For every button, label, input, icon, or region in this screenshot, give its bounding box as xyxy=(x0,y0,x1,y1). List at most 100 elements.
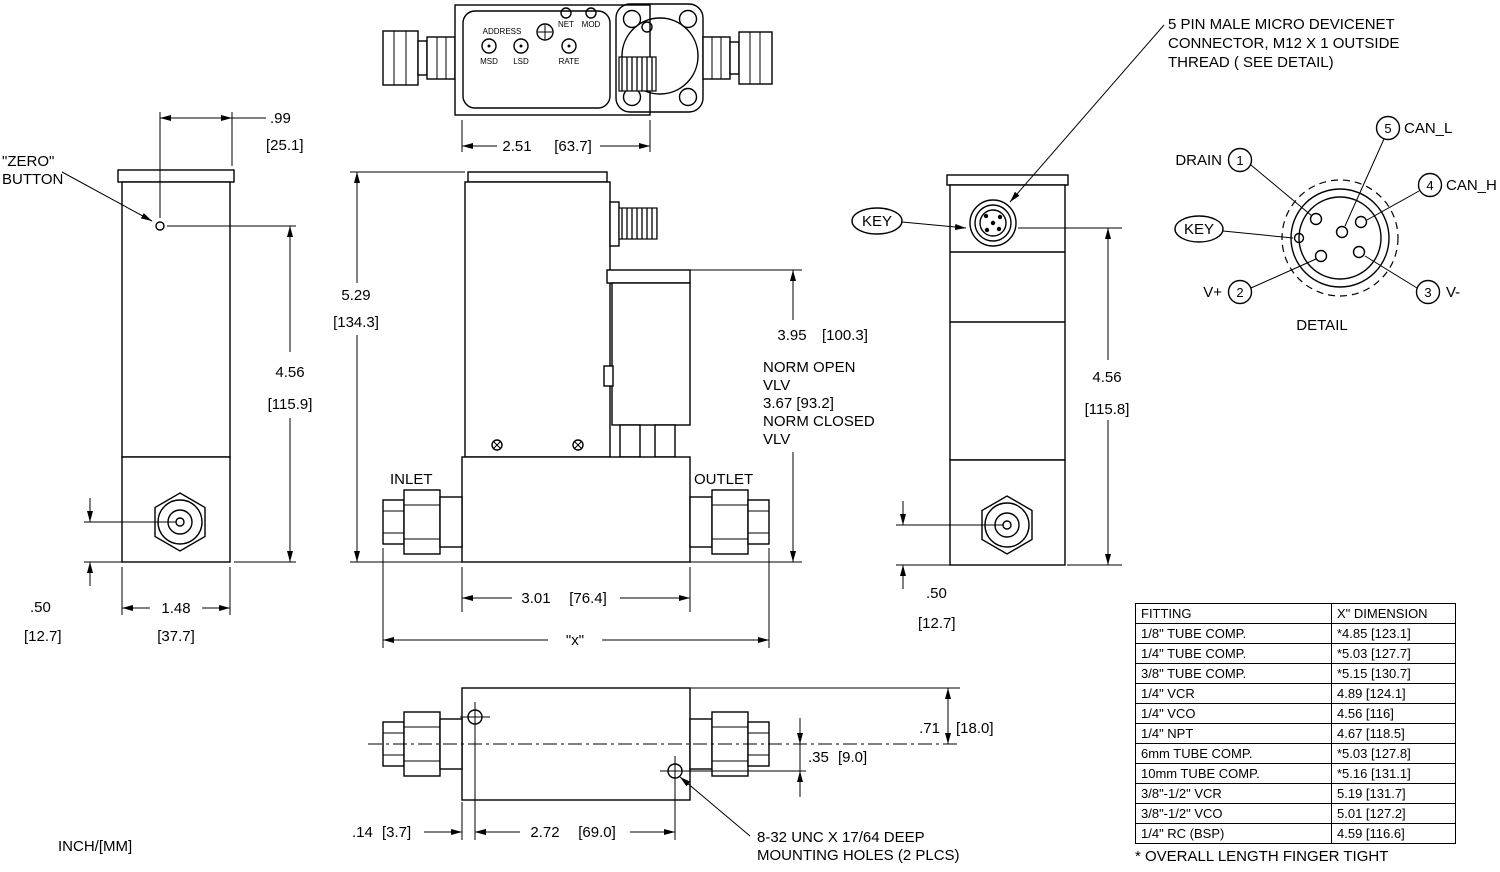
dim-center-in: .71 xyxy=(919,720,940,737)
connector-bracket xyxy=(609,201,620,247)
bottom-view: .35 [9.0] .71 [18.0] 2.72 [69.0] .14 [3.… xyxy=(352,687,994,864)
dimension-cell: 5.19 [131.7] xyxy=(1331,783,1456,804)
top-view: ADDRESS MSD LSD RATE NET MOD xyxy=(382,3,773,155)
pin-2-vplus xyxy=(1314,249,1328,263)
dim-edge-in: .14 xyxy=(352,824,373,841)
top-cap xyxy=(117,169,235,183)
dimension-cell: 5.01 [127.2] xyxy=(1331,803,1456,824)
fitting-nut xyxy=(702,36,731,80)
connector-pin xyxy=(996,226,1002,232)
zero-button-label-1: "ZERO" xyxy=(2,153,54,170)
dim-port-height-in: .50 xyxy=(30,599,51,616)
fitting-nut xyxy=(711,489,749,555)
fitting-cell: 1/4" TUBE COMP. xyxy=(1135,643,1332,664)
pin-number: 1 xyxy=(1236,153,1243,168)
screw-slot xyxy=(573,440,583,450)
table-row: 6mm TUBE COMP.*5.03 [127.8] xyxy=(1135,743,1456,764)
bolt-hole xyxy=(678,87,698,107)
pin-number: 2 xyxy=(1236,285,1243,300)
fitting-stub xyxy=(689,496,713,548)
dim-hole-spacing-mm: [69.0] xyxy=(578,824,616,841)
dimension-cell: *4.85 [123.1] xyxy=(1331,623,1456,644)
fitting-cell: 1/8" TUBE COMP. xyxy=(1135,623,1332,644)
key-label: KEY xyxy=(862,213,892,230)
top-cap xyxy=(946,174,1069,186)
fitting-stub xyxy=(439,496,463,548)
fitting-cell: 3/8"-1/2" VCR xyxy=(1135,783,1332,804)
fitting-cell: 1/4" RC (BSP) xyxy=(1135,823,1332,844)
fitting-table: FITTING X" DIMENSION 1/8" TUBE COMP.*4.8… xyxy=(1135,603,1456,844)
fitting-cell: 3/8" TUBE COMP. xyxy=(1135,663,1332,684)
dim-hole-offset-in: .35 xyxy=(808,749,829,766)
dim-width-mm: [37.7] xyxy=(157,628,195,645)
pin-number-bubble xyxy=(1415,279,1441,305)
leader-line xyxy=(1250,258,1317,289)
bolt-hole xyxy=(622,9,642,29)
front-view-left: "ZERO" BUTTON .99 [25.1] 4.56 [115.9] .5… xyxy=(2,110,312,645)
leader-line xyxy=(1344,138,1385,227)
pin-vplus-label: V+ xyxy=(1203,284,1222,301)
pin-3-vminus xyxy=(1352,245,1366,259)
pilot-hole xyxy=(641,21,653,33)
table-row: 1/4" RC (BSP)4.59 [116.6] xyxy=(1135,823,1456,844)
mounting-note-line: MOUNTING HOLES (2 PLCS) xyxy=(757,847,960,864)
detail-title: DETAIL xyxy=(1296,317,1347,334)
dim-port-height-in: .50 xyxy=(926,585,947,602)
leader-line xyxy=(1366,190,1420,221)
pin-4-canh xyxy=(1354,215,1368,229)
zero-button[interactable] xyxy=(155,221,165,231)
connector-pin xyxy=(984,227,990,233)
dim-edge-mm: [3.7] xyxy=(382,824,411,841)
dim-top-width-in: 2.51 xyxy=(502,138,531,155)
units-note: INCH/[MM] xyxy=(58,838,133,855)
pin-number-bubble xyxy=(1227,279,1253,305)
connector-pin xyxy=(983,213,989,219)
fitting-nut xyxy=(747,499,770,545)
msd-switch-dot xyxy=(487,44,491,48)
dimension-cell: 4.56 [116] xyxy=(1331,703,1456,724)
device-body xyxy=(121,181,231,458)
valve-actuator-top xyxy=(621,17,699,95)
table-row: 10mm TUBE COMP.*5.16 [131.1] xyxy=(1135,763,1456,784)
device-body xyxy=(464,181,611,458)
key-notch xyxy=(1293,232,1305,244)
fitting-hex-front xyxy=(981,495,1033,555)
fitting-cell: 1/4" NPT xyxy=(1135,723,1332,744)
fitting-ring xyxy=(417,40,428,76)
pin-number: 3 xyxy=(1424,285,1431,300)
address-label: ADDRESS xyxy=(483,27,522,36)
rate-label: RATE xyxy=(559,57,580,66)
connector-callout-line: 5 PIN MALE MICRO DEVICENET xyxy=(1168,16,1395,33)
pin-1-drain xyxy=(1309,212,1323,226)
pin-drain-label: DRAIN xyxy=(1175,152,1222,169)
msd-switch[interactable] xyxy=(481,38,497,54)
net-led xyxy=(560,7,572,19)
devicenet-connector xyxy=(969,199,1017,247)
dim-base-mm: [76.4] xyxy=(569,590,607,607)
pin-number-bubble xyxy=(1227,147,1253,173)
screw-icon xyxy=(536,23,554,41)
table-row: 3/8" TUBE COMP.*5.15 [130.7] xyxy=(1135,663,1456,684)
dim-port-height-mm: [12.7] xyxy=(918,615,956,632)
fitting-nut xyxy=(382,499,405,545)
rate-switch-dot xyxy=(567,44,571,48)
dim-valve-height-in: 3.95 xyxy=(777,327,806,344)
device-body-top xyxy=(454,4,651,116)
pin-number-bubble xyxy=(1417,172,1443,198)
lsd-switch[interactable] xyxy=(513,38,529,54)
bolt-hole xyxy=(678,9,698,29)
valve-tab xyxy=(603,365,614,387)
dim-button-offset-mm: [25.1] xyxy=(266,137,304,154)
connector-detail: 1 DRAIN 2 V+ 3 V- 4 CAN_H 5 CAN_L KEY DE… xyxy=(1174,115,1497,334)
fitting-nut xyxy=(426,36,456,80)
fitting-hex-front xyxy=(154,492,206,552)
valve-note-line: NORM CLOSED xyxy=(763,413,875,430)
detail-inner-circle xyxy=(1298,196,1382,280)
rate-switch[interactable] xyxy=(561,38,577,54)
dimension-cell: *5.15 [130.7] xyxy=(1331,663,1456,684)
dim-height-in: 4.56 xyxy=(1092,369,1121,386)
lsd-switch-dot xyxy=(519,44,523,48)
